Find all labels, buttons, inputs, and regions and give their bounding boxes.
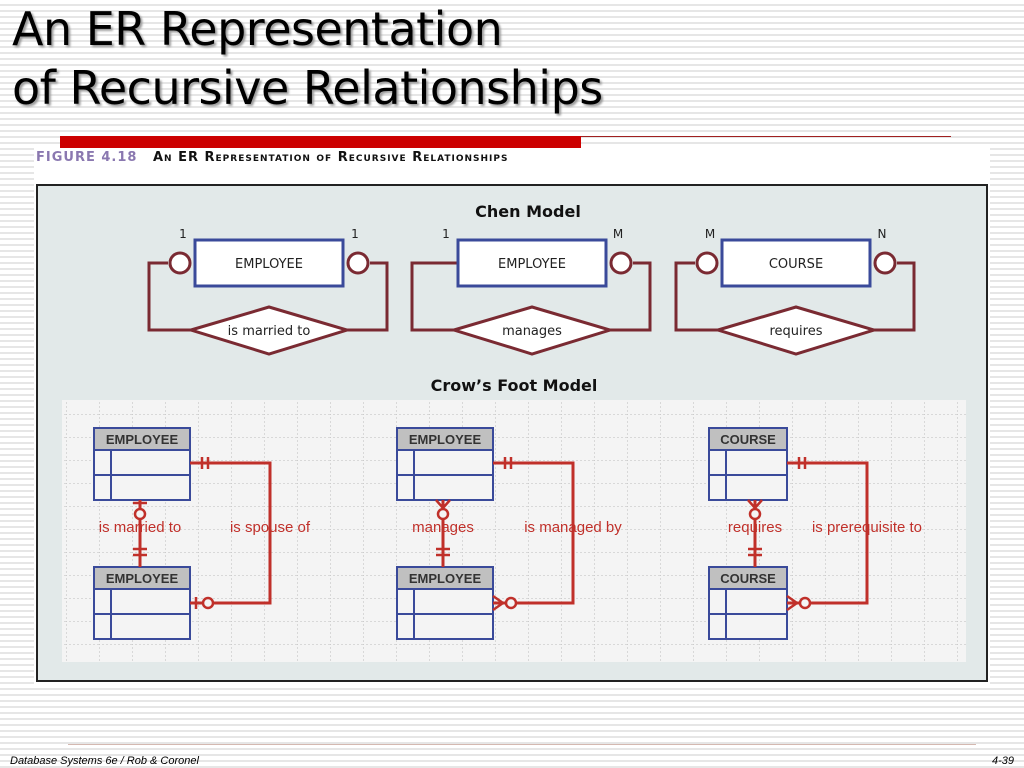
entity-box [193,238,345,288]
relationship-diamond [185,305,353,356]
entity-top: EMPLOYEE [396,427,494,501]
relationship-line-left [410,261,458,332]
relationship-name: requires [770,324,823,339]
cardinality-right: N [878,227,887,241]
relationship-name: is married to [228,324,311,339]
figure-number: FIGURE 4.18 [36,150,138,165]
relationship-label-left: is married to [99,519,182,536]
cardinality-left: 1 [442,227,450,241]
crows-foot-model: EMPLOYEE EMPLOYEE is married to is spouse o… [93,427,922,640]
chen-diagram-1: EMPLOYEE 1 1 is married to [147,227,389,356]
figure-caption: FIGURE 4.18 An ER Representation of Recu… [36,148,508,168]
crows-foot-diagram-3: COURSE COURSE requires is prerequisite to [708,427,922,640]
slide-title: An ER Representation of Recursive Relati… [12,0,603,118]
relationship-line-loop [787,461,869,605]
relationship-name: manages [502,324,562,339]
figure-title: An ER Representation of Recursive Relati… [152,150,509,165]
entity-box [456,238,608,288]
optional-circle-right [346,251,370,275]
relationship-label-right: is managed by [524,519,622,536]
optional-circle-loop [504,596,518,610]
relationship-diamond [712,305,880,356]
cardinality-right: M [613,227,623,241]
relationship-line-right [347,261,389,332]
optional-circle-top [436,507,450,521]
cardinality-right: 1 [351,227,359,241]
title-underline-thin [581,136,951,137]
optional-circle-left [168,251,192,275]
optional-circle-right [873,251,897,275]
entity-name: EMPLOYEE [498,257,566,272]
crows-foot-grid [62,400,966,662]
slide-title-line2: of Recursive Relationships [12,61,603,115]
optional-circle-right [609,251,633,275]
entity-name: EMPLOYEE [235,257,303,272]
entity-bottom: EMPLOYEE [396,566,494,640]
entity-bottom: COURSE [708,566,788,640]
entity-name: EMPLOYEE [106,432,179,447]
entity-name: EMPLOYEE [409,432,482,447]
relationship-diamond [448,305,616,356]
chen-model: EMPLOYEE 1 1 is married to EMPLOYEE 1 Mmanages… [147,227,916,356]
optional-circle-loop [798,596,812,610]
cardinality-left: 1 [179,227,187,241]
crow-foot-loop [492,594,506,612]
relationship-label-right: is prerequisite to [812,519,922,536]
cardinality-left: M [705,227,715,241]
footer-page-number: 4-39 [991,755,1014,767]
optional-circle-top [133,507,147,521]
entity-top: EMPLOYEE [93,427,191,501]
relationship-line-right [610,261,652,332]
entity-top: COURSE [708,427,788,501]
relationship-line-loop [190,461,272,605]
relationship-label-right: is spouse of [230,519,311,536]
relationship-line-left [147,261,191,332]
crow-foot-top [747,499,763,510]
entity-name: COURSE [769,257,823,272]
optional-circle-loop [201,596,215,610]
relationship-label-left: manages [412,519,474,536]
entity-name: EMPLOYEE [409,571,482,586]
crows-foot-diagram-2: EMPLOYEE EMPLOYEE manages is managed by [396,427,622,640]
optional-circle-left [695,251,719,275]
slide-title-line1: An ER Representation [12,2,503,56]
chen-heading: Chen Model [475,202,581,221]
title-underline-thick [60,136,581,148]
entity-bottom: EMPLOYEE [93,566,191,640]
entity-name: EMPLOYEE [106,571,179,586]
crow-foot-top [435,499,451,510]
relationship-line-loop [493,461,575,605]
crows-foot-heading: Crow’s Foot Model [431,376,598,395]
optional-circle-top [748,507,762,521]
entity-name: COURSE [720,571,776,586]
footer-rule [68,744,976,745]
entity-name: COURSE [720,432,776,447]
relationship-line-right [874,261,916,332]
relationship-line-left [674,261,718,332]
crow-foot-loop [786,594,800,612]
crows-foot-diagram-1: EMPLOYEE EMPLOYEE is married to is spouse o… [93,427,311,640]
footer-source: Database Systems 6e / Rob & Coronel [10,755,199,767]
relationship-label-left: requires [728,519,782,536]
entity-box [720,238,872,288]
